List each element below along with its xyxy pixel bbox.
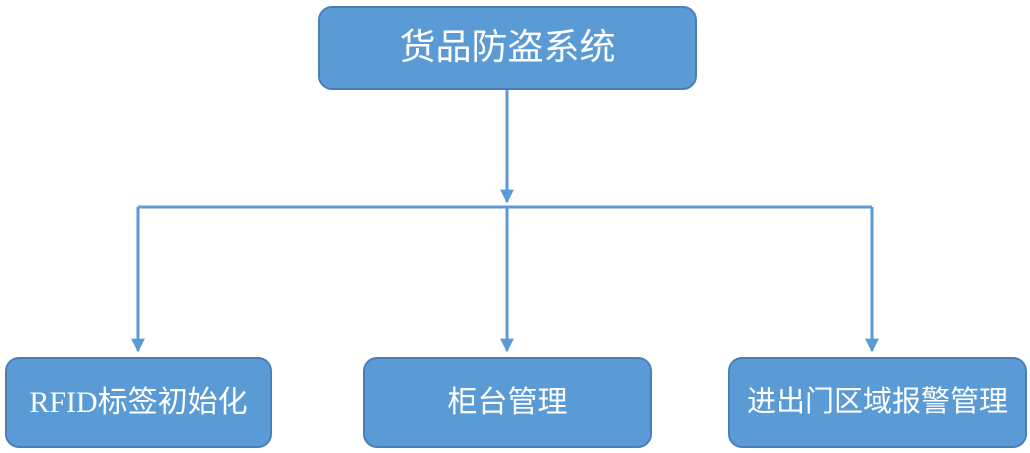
node-rfid-label: RFID标签初始化 bbox=[29, 386, 248, 419]
node-entry-exit-area-alarm-management: 进出门区域报警管理 bbox=[728, 357, 1027, 448]
node-root-label: 货品防盗系统 bbox=[399, 27, 616, 68]
node-root-anti-theft-system: 货品防盗系统 bbox=[318, 6, 697, 90]
node-rfid-tag-initialization: RFID标签初始化 bbox=[5, 357, 272, 448]
node-counter-management: 柜台管理 bbox=[363, 357, 652, 448]
node-alarm-label: 进出门区域报警管理 bbox=[746, 385, 1008, 418]
node-counter-label: 柜台管理 bbox=[447, 386, 568, 419]
